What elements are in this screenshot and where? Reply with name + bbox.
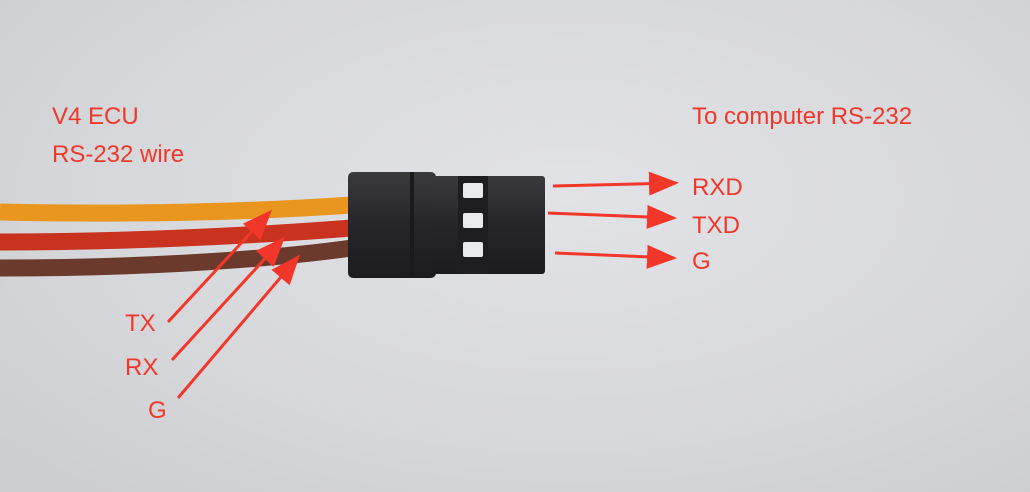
pin-3 [463, 242, 483, 257]
arrow-g [554, 244, 677, 269]
wire-red [0, 219, 353, 251]
ecu-label: V4 ECU [52, 103, 139, 130]
pin-label-g: G [692, 248, 711, 275]
arrow-txd [547, 204, 677, 229]
wire-brown [0, 239, 354, 277]
pin-label-txd: TXD [692, 212, 740, 239]
arrow-rx [170, 236, 286, 362]
wire-label-g: G [148, 397, 167, 424]
connector-housing [348, 172, 436, 278]
wire-label-tx: TX [125, 310, 156, 337]
pin-1 [463, 183, 483, 198]
pin-label-rxd: RXD [692, 174, 743, 201]
wire-label-rx: RX [125, 354, 159, 381]
arrow-rxd [552, 171, 679, 196]
wire-label: RS-232 wire [52, 141, 185, 168]
pin-2 [463, 213, 483, 228]
arrow-gnd [176, 254, 300, 399]
arrow-tx [166, 209, 273, 324]
connector-header [432, 176, 545, 274]
wire-orange [0, 196, 353, 222]
computer-label: To computer RS-232 [692, 103, 913, 130]
